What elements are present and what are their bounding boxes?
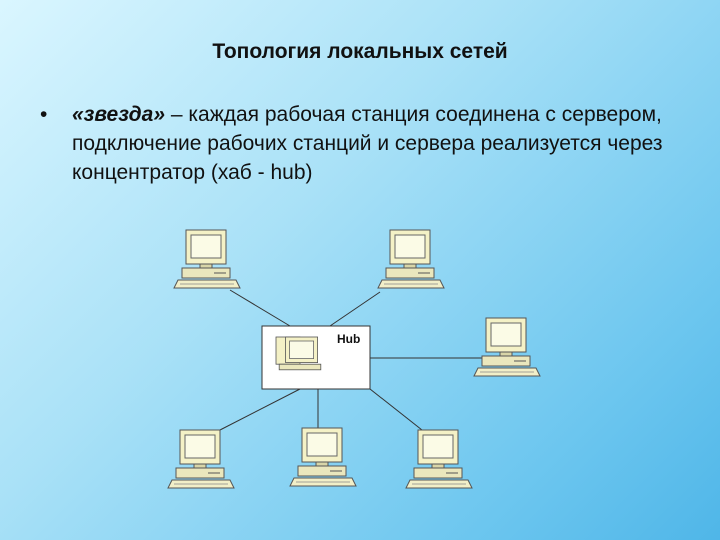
- bullet-text: «звезда» – каждая рабочая станция соедин…: [72, 100, 680, 187]
- workstation-icon-4: [167, 429, 235, 489]
- bullet-description: – каждая рабочая станция соединена с сер…: [72, 103, 663, 184]
- workstation-icon-5: [289, 427, 357, 487]
- server-icon: [275, 336, 322, 371]
- slide-title: Топология локальных сетей: [212, 40, 508, 63]
- workstation-icon-1: [173, 229, 241, 289]
- bullet-term: «звезда»: [72, 103, 166, 126]
- workstation-icon-3: [473, 317, 541, 377]
- bullet-item: • «звезда» – каждая рабочая станция соед…: [40, 100, 680, 187]
- bullet-dot: •: [40, 103, 48, 126]
- workstation-icon-2: [377, 229, 445, 289]
- connection-lines: [219, 289, 484, 431]
- hub-label: Hub: [337, 332, 360, 346]
- workstation-icon-6: [405, 429, 473, 489]
